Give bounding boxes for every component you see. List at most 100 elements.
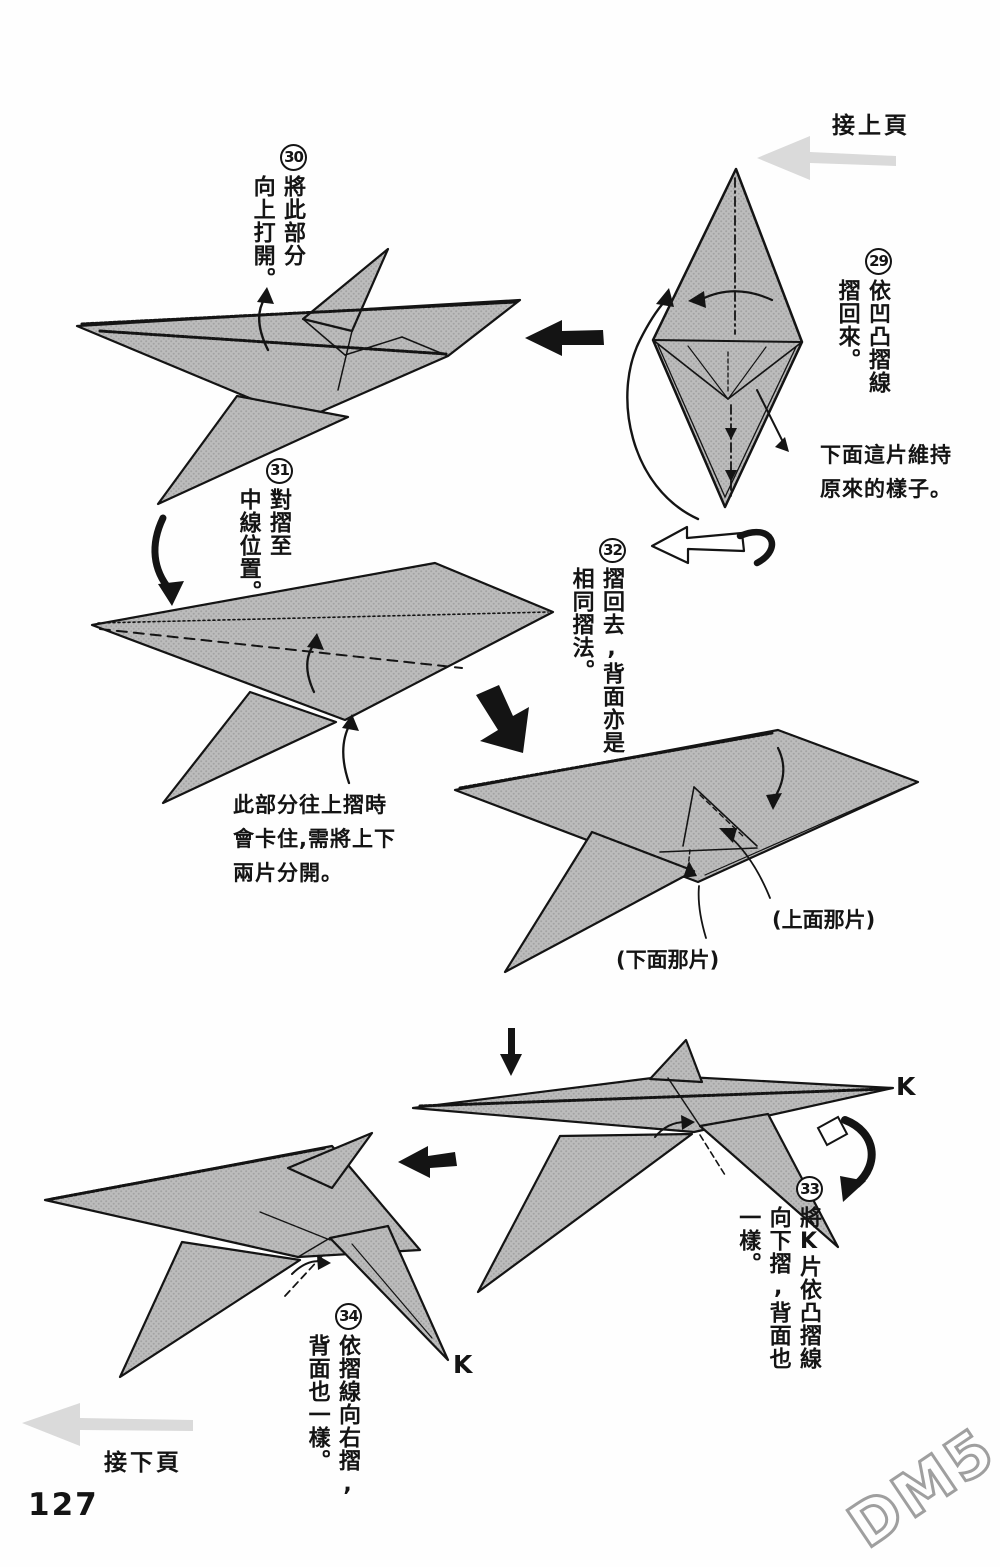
fold-down-arrow xyxy=(841,1116,876,1188)
step-29-number: 29 xyxy=(865,248,892,275)
step-34-text: 依摺線向右摺, 背面也一樣。 xyxy=(304,1333,360,1498)
paper-face xyxy=(411,1074,895,1134)
dashed-fold-line xyxy=(699,1134,726,1176)
prev-page-arrow-icon xyxy=(757,136,896,180)
step-33-number: 33 xyxy=(796,1176,823,1203)
figure-step30-bird xyxy=(75,247,522,506)
arrowhead xyxy=(775,437,789,452)
paper-face xyxy=(453,728,920,884)
wrap-around-arrow xyxy=(626,299,700,521)
next-page-arrow-icon xyxy=(22,1403,193,1446)
lower-piece-callout-line xyxy=(697,885,707,939)
arrowhead xyxy=(688,291,706,308)
lower-piece-label: (下面那片) xyxy=(616,948,720,972)
sequence-arrow-down xyxy=(500,1028,522,1076)
arrowhead xyxy=(317,1255,331,1270)
arrowhead xyxy=(766,793,782,810)
layer-edge-line xyxy=(704,786,906,876)
hatched-edge xyxy=(98,329,448,356)
fold-line xyxy=(727,346,767,400)
figure-step29-diamond xyxy=(626,167,804,567)
paper-wing xyxy=(156,394,350,506)
fold-line xyxy=(344,336,403,356)
step-30: 30 將此部分 向上打開。 xyxy=(235,144,307,324)
dashed-fold-line xyxy=(284,1255,323,1297)
layer-edge-line xyxy=(351,1243,433,1339)
step-32-number: 32 xyxy=(599,538,626,564)
fold-line xyxy=(401,336,449,357)
arrowhead xyxy=(342,714,359,731)
paper-spike xyxy=(648,1038,704,1084)
fold-line xyxy=(727,341,803,400)
step-33-text: 將K片依凸摺線 向下摺,背面也 一樣。 xyxy=(735,1206,821,1371)
black-arrow-down xyxy=(500,1028,522,1076)
next-page-label: 接下頁 xyxy=(104,1450,182,1476)
arrowhead xyxy=(307,633,324,650)
dashed-fold-line xyxy=(699,794,746,839)
arrowhead xyxy=(840,1176,866,1202)
fold-line xyxy=(652,339,729,400)
fold-line xyxy=(337,330,353,391)
up-arrowhead xyxy=(683,861,697,878)
turn-over-arrow-icon xyxy=(650,525,746,565)
step-31-number: 31 xyxy=(266,458,293,484)
step-31-text: 對摺至 中線位置。 xyxy=(235,487,291,603)
paper-spike xyxy=(286,1131,374,1190)
step-32-text: 摺回去,背面亦是 相同摺法。 xyxy=(568,567,624,755)
gray-arrow-left xyxy=(757,136,896,180)
arrowhead xyxy=(257,287,274,304)
arrowhead xyxy=(656,288,674,307)
fold-down-arrow xyxy=(151,514,174,594)
turn-over-curl xyxy=(736,528,776,567)
step-29: 29 依凹凸摺線 摺回來。 xyxy=(800,248,892,468)
callout-arrow xyxy=(756,389,785,445)
paper-wing-left xyxy=(476,1132,694,1294)
figure-step34 xyxy=(43,1131,450,1379)
hatched-edge xyxy=(458,731,774,790)
flap-label-k-left: K xyxy=(453,1350,473,1379)
step-32: 32 摺回去,背面亦是 相同摺法。 xyxy=(548,538,626,768)
fold-line xyxy=(297,1237,331,1258)
fold-direction-arrow xyxy=(700,290,774,302)
page-number: 127 xyxy=(28,1487,99,1523)
paper-wing xyxy=(118,1240,302,1379)
hatched-edge xyxy=(418,1087,887,1108)
fold-line xyxy=(687,345,729,400)
watermark: DM5 xyxy=(835,1413,1000,1564)
down-arrowhead xyxy=(725,470,737,482)
upper-piece-label: (上面那片) xyxy=(772,908,876,932)
paper-wing xyxy=(161,690,338,805)
gray-arrow-left xyxy=(22,1403,193,1446)
prev-page-label: 接上頁 xyxy=(832,113,910,139)
figure-step33 xyxy=(411,1038,895,1294)
sequence-arrow-left-bottom xyxy=(398,1146,457,1178)
fold-line xyxy=(259,1211,331,1241)
paper-face xyxy=(90,561,555,722)
paper-wing-k xyxy=(328,1224,450,1362)
step-34-number: 34 xyxy=(335,1303,362,1330)
step-30-number: 30 xyxy=(280,144,307,171)
dotted-ridge-line xyxy=(97,611,549,624)
dashed-fold-line xyxy=(99,628,463,669)
fold-line xyxy=(682,786,695,847)
fold-line xyxy=(302,318,346,356)
arrowhead xyxy=(158,581,184,606)
flap-label-k-right: K xyxy=(896,1072,916,1101)
hatched-edge xyxy=(80,300,518,326)
paper-face xyxy=(651,167,804,509)
layer-edge-line xyxy=(657,344,797,499)
arrowhead xyxy=(719,828,737,843)
figure-step31-quad xyxy=(90,514,555,805)
step-31: 31 對摺至 中線位置。 xyxy=(221,458,293,638)
hatched-edge xyxy=(50,1146,327,1201)
fold-line xyxy=(652,339,803,343)
arrowhead xyxy=(681,1115,695,1130)
fold-line xyxy=(693,786,758,847)
sequence-arrow-downright xyxy=(476,685,529,753)
paper-wing xyxy=(503,830,696,974)
figure-step32 xyxy=(453,728,920,974)
black-arrow-downright xyxy=(476,685,529,753)
step-33: 33 將K片依凸摺線 向下摺,背面也 一樣。 xyxy=(728,1176,823,1406)
step-29-text: 依凹凸摺線 摺回來。 xyxy=(834,278,890,394)
